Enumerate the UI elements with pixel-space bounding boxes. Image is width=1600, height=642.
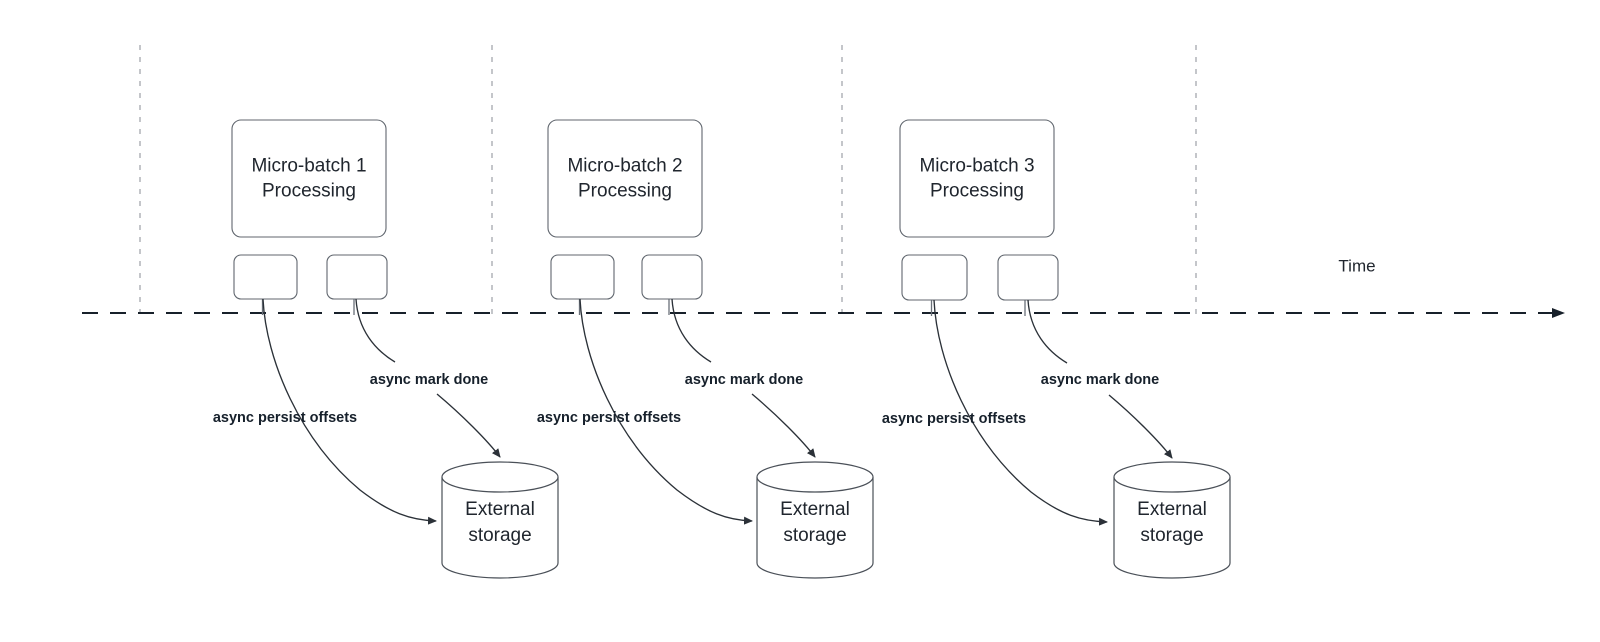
edge-mb2-mark-done-seg1 xyxy=(671,298,712,363)
edge-mb1-mark-done-seg2 xyxy=(436,393,501,458)
edge-mb3-persist-seg1 xyxy=(933,299,1108,526)
edge-label-mb2-persist: async persist offsets xyxy=(537,410,681,426)
storage-label-line1: External xyxy=(1137,499,1207,520)
task-box-mb1-task-b[interactable] xyxy=(326,254,388,300)
time-axis-label: Time xyxy=(1338,256,1375,275)
task-box-mb2-task-b[interactable] xyxy=(641,254,703,300)
edge-label-mb1-persist: async persist offsets xyxy=(213,410,357,426)
edge-mb1-mark-done-seg1 xyxy=(355,298,396,363)
edge-mb2-mark-done-seg2 xyxy=(751,393,816,458)
process-box-label-line2: Processing xyxy=(930,181,1024,202)
edge-label-mb2-mark-done: async mark done xyxy=(685,372,803,388)
process-box-label-line1: Micro-batch 3 xyxy=(919,156,1034,177)
edge-mb3-mark-done-seg2 xyxy=(1108,394,1173,459)
storage-label-line2: storage xyxy=(468,525,531,546)
process-box-label-line1: Micro-batch 2 xyxy=(567,156,682,177)
storage-label-line1: External xyxy=(465,499,535,520)
task-box-mb3-task-b[interactable] xyxy=(997,254,1059,301)
storage-cylinder-body-micro-batch-2[interactable] xyxy=(756,477,874,579)
edge-mb1-persist-seg1 xyxy=(262,298,437,525)
storage-cylinder-top-micro-batch-3 xyxy=(1113,461,1231,493)
edge-label-mb3-mark-done: async mark done xyxy=(1041,372,1159,388)
task-box-mb2-task-a[interactable] xyxy=(550,254,615,300)
storage-cylinder-top-micro-batch-2 xyxy=(756,461,874,493)
process-box-label-line1: Micro-batch 1 xyxy=(251,156,366,177)
edge-mb3-mark-done-seg1 xyxy=(1027,299,1068,364)
storage-cylinder-body-micro-batch-3[interactable] xyxy=(1113,477,1231,579)
edge-label-mb3-persist: async persist offsets xyxy=(882,411,1026,427)
storage-cylinder-top-micro-batch-1 xyxy=(441,461,559,493)
timeline-tick-marks xyxy=(139,45,1197,320)
storage-label-line2: storage xyxy=(783,525,846,546)
storage-cylinder-body-micro-batch-1[interactable] xyxy=(441,477,559,579)
task-box-mb1-task-a[interactable] xyxy=(233,254,298,300)
edge-mb2-persist-seg1 xyxy=(579,298,753,525)
process-box-micro-batch-2[interactable] xyxy=(547,119,703,238)
process-box-label-line2: Processing xyxy=(578,181,672,202)
edge-label-mb1-mark-done: async mark done xyxy=(370,372,488,388)
storage-label-line1: External xyxy=(780,499,850,520)
process-box-micro-batch-1[interactable] xyxy=(231,119,387,238)
process-box-micro-batch-3[interactable] xyxy=(899,119,1055,238)
task-box-mb3-task-a[interactable] xyxy=(901,254,968,301)
process-box-label-line2: Processing xyxy=(262,181,356,202)
storage-label-line2: storage xyxy=(1140,525,1203,546)
